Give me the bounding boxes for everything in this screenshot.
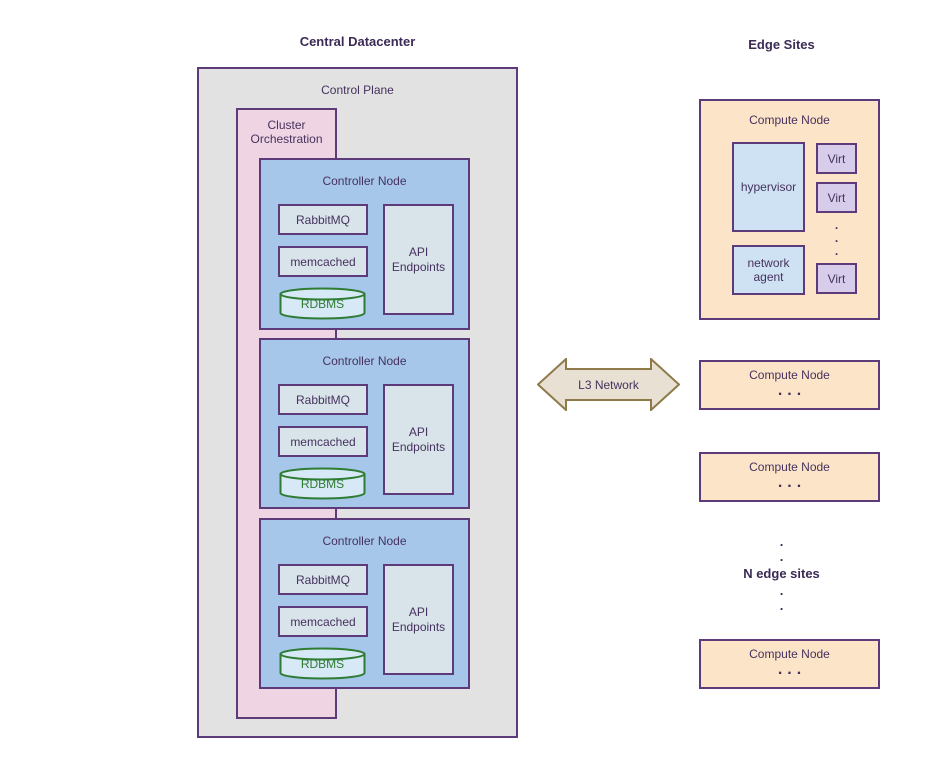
database-cylinder-icon: [279, 287, 366, 320]
virt-box-2: Virt: [816, 182, 857, 213]
virt-vertical-ellipsis: . . .: [816, 219, 857, 258]
compute-node-label: Compute Node: [749, 113, 830, 127]
dot: .: [779, 598, 784, 613]
api-endpoints-box: API Endpoints: [383, 564, 454, 675]
compute-node-label: Compute Node: [749, 460, 830, 474]
controller-node-label: Controller Node: [322, 174, 407, 188]
database-cylinder-icon: [279, 647, 366, 680]
compute-node-small-2: Compute Node ...: [699, 452, 880, 502]
controller-node-2: Controller Node RabbitMQ memcached RDBMS…: [259, 338, 470, 509]
dot: .: [834, 244, 839, 258]
compute-node-label: Compute Node: [749, 647, 830, 661]
l3-network-label: L3 Network: [578, 377, 639, 392]
n-edge-sites-label: N edge sites: [743, 566, 820, 581]
compute-node-large: Compute Node hypervisor network agent Vi…: [699, 99, 880, 320]
memcached-box: memcached: [278, 246, 368, 277]
ellipsis: ...: [777, 382, 807, 399]
rdbms-cylinder: RDBMS: [279, 467, 366, 500]
database-cylinder-icon: [279, 467, 366, 500]
rdbms-label: RDBMS: [300, 657, 345, 671]
memcached-box: memcached: [278, 606, 368, 637]
virt-box-1: Virt: [816, 143, 857, 174]
double-arrow-icon: [536, 356, 681, 413]
network-agent-box: network agent: [732, 245, 805, 295]
control-plane-label: Control Plane: [321, 83, 394, 97]
ellipsis: ...: [777, 661, 807, 678]
control-plane-box: Control Plane Cluster Orchestration Cont…: [197, 67, 518, 738]
rabbitmq-box: RabbitMQ: [278, 204, 368, 235]
central-datacenter-title: Central Datacenter: [299, 34, 416, 49]
rabbitmq-box: RabbitMQ: [278, 384, 368, 415]
rdbms-cylinder: RDBMS: [279, 287, 366, 320]
rdbms-label: RDBMS: [300, 477, 345, 491]
hypervisor-box: hypervisor: [732, 142, 805, 232]
controller-node-label: Controller Node: [322, 354, 407, 368]
rdbms-cylinder: RDBMS: [279, 647, 366, 680]
api-endpoints-box: API Endpoints: [383, 384, 454, 495]
ellipsis: ...: [777, 474, 807, 491]
dot: .: [779, 549, 784, 564]
controller-node-3: Controller Node RabbitMQ memcached RDBMS…: [259, 518, 470, 689]
rabbitmq-box: RabbitMQ: [278, 564, 368, 595]
rdbms-label: RDBMS: [300, 297, 345, 311]
virt-box-3: Virt: [816, 263, 857, 294]
compute-node-small-3: Compute Node ...: [699, 639, 880, 689]
cluster-orchestration-label: Cluster Orchestration: [250, 118, 323, 147]
memcached-box: memcached: [278, 426, 368, 457]
dot: .: [779, 583, 784, 598]
dot: .: [779, 534, 784, 549]
api-endpoints-box: API Endpoints: [383, 204, 454, 315]
controller-node-label: Controller Node: [322, 534, 407, 548]
l3-network-arrow: L3 Network: [536, 356, 681, 413]
dot: .: [834, 231, 839, 245]
controller-node-1: Controller Node RabbitMQ memcached RDBMS…: [259, 158, 470, 330]
n-edge-sites-annotation: . . N edge sites . .: [691, 534, 872, 613]
dot: .: [834, 218, 839, 232]
compute-node-label: Compute Node: [749, 368, 830, 382]
edge-sites-title: Edge Sites: [748, 37, 815, 52]
compute-node-small-1: Compute Node ...: [699, 360, 880, 410]
